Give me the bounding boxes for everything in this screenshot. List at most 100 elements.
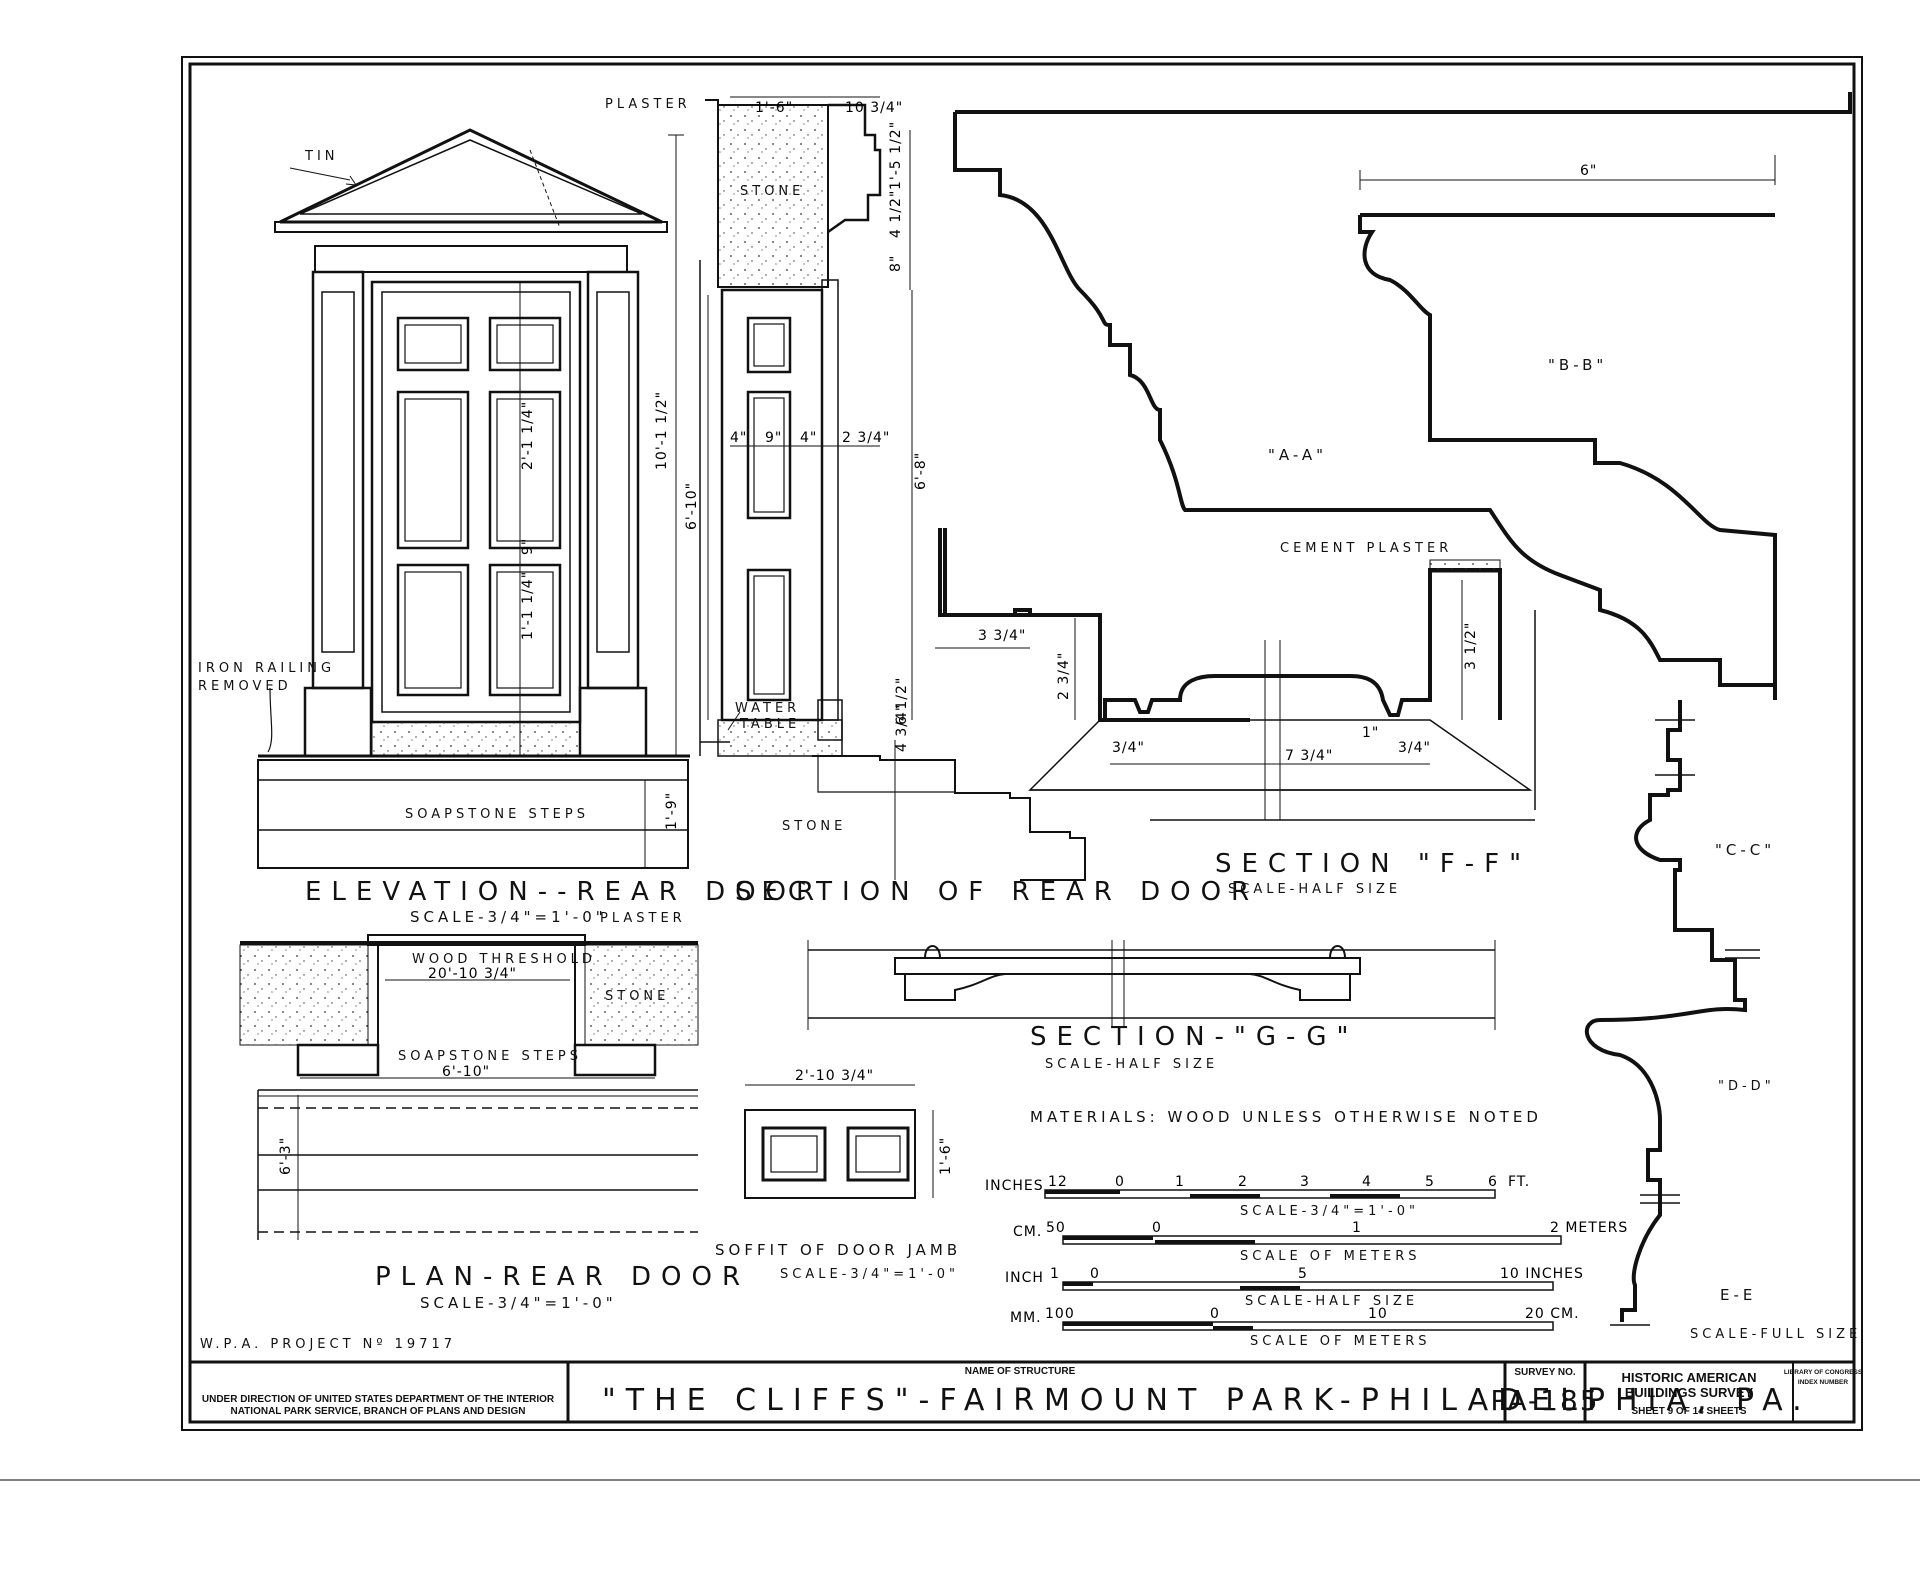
loc-line-1: LIBRARY OF CONGRESS	[1784, 1369, 1863, 1376]
dim-6-10: 6'-10"	[684, 482, 700, 530]
scale-plan: SCALE-3/4"=1'-0"	[420, 1294, 617, 1312]
profile-bb	[1358, 213, 1777, 700]
label-section-aa: "A-A"	[1268, 446, 1327, 464]
dim-6-10-plan: 6'-10"	[442, 1064, 490, 1080]
dim-1-1-4: 1'-1 1/4"	[520, 571, 536, 640]
scale-mm-caption: SCALE OF METERS	[1250, 1334, 1431, 1349]
scale-ft-tick-12: 12	[1048, 1174, 1068, 1190]
label-cement-plaster: CEMENT PLASTER	[1280, 541, 1452, 556]
scale-ft-tick-3: 3	[1300, 1174, 1310, 1190]
label-section-cc: "C-C"	[1715, 841, 1775, 859]
soffit-door-jamb	[744, 1084, 934, 1199]
plan-rear-door	[239, 934, 699, 1240]
label-section-ee: E-E	[1720, 1286, 1756, 1304]
dim-6-3: 6'-3"	[278, 1137, 294, 1175]
label-water-table-2: TABLE	[739, 717, 800, 732]
structure-name: "THE CLIFFS"-FAIRMOUNT PARK-PHILADELPHIA…	[602, 1383, 1812, 1418]
dim-1-6b: 1'-6"	[938, 1137, 954, 1175]
scale-elevation: SCALE-3/4"=1'-0"	[410, 908, 607, 926]
survey-no-caption: SURVEY NO.	[1514, 1367, 1576, 1378]
label-section-dd: "D-D"	[1718, 1079, 1775, 1094]
habs-line-2: BUILDINGS SURVEY	[1625, 1385, 1754, 1400]
label-soapstone-steps-plan: SOAPSTONE STEPS	[398, 1049, 582, 1064]
dim-3-4b: 3/4"	[1398, 740, 1431, 756]
label-materials: MATERIALS: WOOD UNLESS OTHERWISE NOTED	[1030, 1108, 1542, 1126]
dim-1-9: 1'-9"	[664, 792, 680, 830]
scale-ft-tick-4: 4	[1362, 1174, 1372, 1190]
label-soapstone-steps: SOAPSTONE STEPS	[405, 807, 589, 822]
title-plan: PLAN-REAR DOOR	[375, 1262, 750, 1292]
label-stone-section: STONE	[740, 184, 804, 199]
outer-border	[181, 56, 1863, 1431]
scale-ft-tick-1: 1	[1175, 1174, 1185, 1190]
loc-line-2: INDEX NUMBER	[1798, 1379, 1849, 1386]
label-iron-railing-2: REMOVED	[198, 679, 292, 694]
dim-1-5-half: 1'-5 1/2"	[888, 121, 904, 190]
scale-inch-label: INCH	[1005, 1270, 1044, 1286]
dim-1-6: 1'-6"	[755, 100, 793, 116]
label-wood-threshold: WOOD THRESHOLD	[412, 952, 596, 967]
habs-line-1: HISTORIC AMERICAN	[1621, 1370, 1756, 1385]
scale-ft-label: INCHES	[985, 1178, 1044, 1194]
dim-9: 9"	[520, 538, 536, 555]
dim-3-4a: 3/4"	[1112, 740, 1145, 756]
dim-6-half: 6 1/2"	[894, 677, 910, 725]
scale-cm-tick-50: 50	[1046, 1220, 1066, 1236]
scale-inch-caption: SCALE-HALF SIZE	[1245, 1294, 1418, 1309]
elevation-rear-door	[257, 128, 690, 869]
dim-2-3-4b: 2 3/4"	[1056, 652, 1072, 700]
label-plaster-plan: PLASTER	[600, 911, 686, 926]
agency-line-2: NATIONAL PARK SERVICE, BRANCH OF PLANS A…	[230, 1406, 525, 1417]
dim-7-3-4: 7 3/4"	[1285, 748, 1333, 764]
scale-mm-tick-10: 10	[1368, 1306, 1388, 1322]
dim-3-1-2: 3 1/2"	[1463, 622, 1479, 670]
scale-mm-tick-100: 100	[1045, 1306, 1075, 1322]
profile-aa	[943, 92, 1852, 722]
scale-ft-tick-6: 6	[1488, 1174, 1498, 1190]
dim-6-8: 6'-8"	[913, 452, 929, 490]
survey-no: PA-185	[1490, 1384, 1599, 1417]
dim-20-10: 20'-10 3/4"	[428, 966, 517, 982]
scale-bars	[1044, 1189, 1562, 1331]
dim-10-3-4: 10 3/4"	[845, 100, 903, 116]
label-wpa-project: W.P.A. PROJECT Nº 19717	[200, 1337, 456, 1352]
dim-10-1-half: 10'-1 1/2"	[654, 391, 670, 470]
dim-9b: 9"	[765, 430, 782, 446]
inner-border	[188, 62, 1856, 1424]
dim-3-3-4: 3 3/4"	[978, 628, 1026, 644]
scale-cm-label: CM.	[1013, 1224, 1042, 1240]
scale-section-gg: SCALE-HALF SIZE	[1045, 1057, 1218, 1072]
agency-line-1: UNDER DIRECTION OF UNITED STATES DEPARTM…	[202, 1394, 555, 1405]
scale-section-ff: SCALE-HALF SIZE	[1228, 882, 1401, 897]
profile-ccddee	[1584, 700, 1747, 1322]
label-stone-steps: STONE	[782, 819, 846, 834]
scale-mm-tick-0: 0	[1210, 1306, 1220, 1322]
scale-mm-tick-20: 20 CM.	[1525, 1306, 1580, 1322]
dim-8: 8"	[888, 255, 904, 272]
dim-2-1-4: 2'-1 1/4"	[520, 401, 536, 470]
scale-soffit: SCALE-3/4"=1'-0"	[780, 1267, 959, 1282]
scale-ft-tick-5: 5	[1425, 1174, 1435, 1190]
sheet-number: SHEET 9 OF 14 SHEETS	[1631, 1406, 1746, 1417]
title-section-rear: SECTION OF REAR DOOR	[735, 877, 1259, 907]
scale-inch-tick-5: 5	[1298, 1266, 1308, 1282]
title-block	[190, 1360, 1854, 1422]
title-section-ff: SECTION "F-F"	[1215, 849, 1531, 879]
section-rear-door	[699, 96, 1086, 881]
label-iron-railing-1: IRON RAILING	[198, 661, 335, 676]
scale-cm-tick-2: 2 METERS	[1550, 1220, 1628, 1236]
scale-inch-tick-0: 0	[1090, 1266, 1100, 1282]
dim-4-3-4: 4 3/4"	[894, 704, 910, 752]
scale-cm-caption: SCALE OF METERS	[1240, 1249, 1421, 1264]
label-tin: TIN	[304, 149, 339, 164]
scale-cm-tick-1: 1	[1352, 1220, 1362, 1236]
scale-inch-tick-10: 10 INCHES	[1500, 1266, 1584, 1282]
name-of-structure-caption: NAME OF STRUCTURE	[965, 1366, 1076, 1377]
section-ff	[935, 528, 1536, 821]
title-elevation: ELEVATION--REAR DOOR	[305, 877, 824, 907]
label-stone-plan: STONE	[605, 989, 669, 1004]
label-water-table-1: WATER	[735, 701, 800, 716]
label-section-bb: "B-B"	[1548, 356, 1607, 374]
scale-cm-tick-0: 0	[1152, 1220, 1162, 1236]
